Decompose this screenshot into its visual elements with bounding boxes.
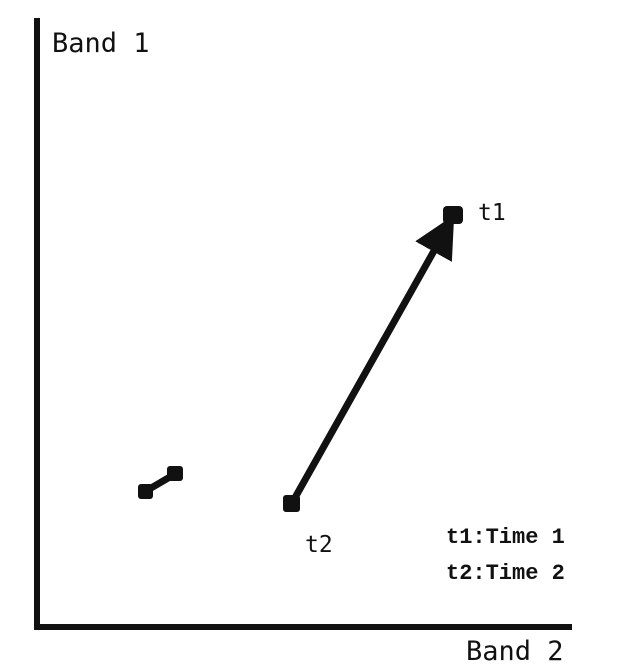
t2-point [283, 495, 300, 512]
t1-label: t1 [478, 200, 506, 226]
legend-line-2: t2:Time 2 [446, 561, 565, 586]
legend: t1:Time 1 t2:Time 2 [446, 525, 565, 586]
x-axis-label: Band 2 [466, 636, 564, 667]
t1-point [443, 206, 463, 224]
main-change-vector [283, 206, 463, 512]
y-axis-label: Band 1 [52, 28, 150, 59]
t2-label: t2 [305, 532, 333, 558]
small-change-vector [138, 466, 183, 499]
small-vector-start-point [138, 484, 153, 499]
small-vector-end-point [167, 466, 183, 481]
legend-line-1: t1:Time 1 [446, 525, 565, 550]
change-vector-arrow [288, 215, 455, 507]
